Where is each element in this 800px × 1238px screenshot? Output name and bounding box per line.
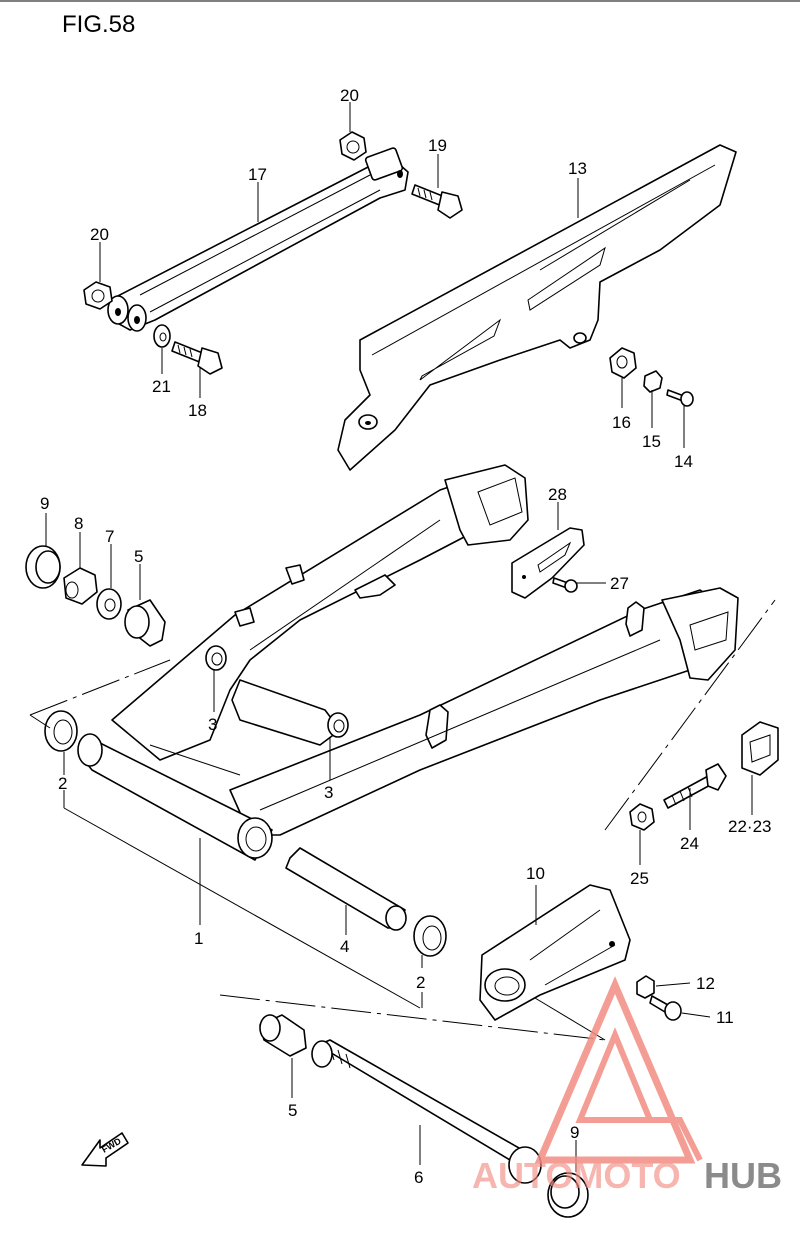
watermark-triangle-tail [600,1117,703,1162]
watermark-logo: AUTOMOTO HUB [472,976,782,1196]
callout-9-left: 9 [40,494,49,513]
callout-19: 19 [428,136,447,155]
pivot-shaft-part-6[interactable] [311,1039,541,1173]
watermark-text-accent: AUTOMOTO [472,1155,681,1196]
callout-16: 16 [612,413,631,432]
plate-part-28[interactable] [511,527,585,599]
callout-7: 7 [105,527,114,546]
nut-pivot-end[interactable] [508,1146,542,1184]
callout-3-lower: 3 [324,783,333,802]
bush-part-5-left[interactable] [124,599,166,647]
bearing-part-3-lower[interactable] [327,712,349,738]
callout-28: 28 [548,485,567,504]
bearing-part-3-upper[interactable] [205,645,227,671]
callout-5-lower: 5 [288,1101,297,1120]
center-lines [29,599,776,1041]
callout-25: 25 [630,869,649,888]
leader-lines [45,102,753,1172]
callout-6: 6 [414,1168,423,1187]
torque-link-part-17[interactable] [107,147,409,332]
screw-part-14[interactable] [666,389,694,407]
callout-labels: 20 19 17 13 20 21 18 16 15 14 9 8 7 5 28… [40,86,771,1187]
washer-part-21[interactable] [153,324,171,348]
cap-part-9-lower[interactable] [547,1172,589,1218]
bush-part-5-lower[interactable] [259,1014,307,1057]
callout-10: 10 [526,864,545,883]
callout-2-left: 2 [58,774,67,793]
bearing-part-2-left[interactable] [44,710,78,752]
seal-part-7[interactable] [96,588,122,620]
watermark-triangle-outer [534,976,696,1164]
screw-part-11[interactable] [649,995,682,1021]
collar-part-8[interactable] [63,567,98,605]
callout-1: 1 [194,929,203,948]
callout-18: 18 [188,401,207,420]
screw-part-27[interactable] [552,577,578,593]
callout-17: 17 [248,165,267,184]
callout-8: 8 [74,514,83,533]
nut-part-25[interactable] [629,803,655,831]
callout-12: 12 [696,974,715,993]
callout-20-top: 20 [340,86,359,105]
callout-27: 27 [610,574,629,593]
forward-arrow-indicator: FWD [81,1132,129,1167]
callout-21: 21 [152,377,171,396]
chain-buffer-part-10[interactable] [479,884,631,1021]
bolt-part-19[interactable] [411,184,463,219]
collar-part-16[interactable] [609,347,637,379]
bearing-part-2-right[interactable] [413,915,447,957]
sleeve-part-4[interactable] [285,847,407,931]
callout-20-left: 20 [90,225,109,244]
collar-part-15[interactable] [643,370,663,393]
callout-5-left: 5 [134,547,143,566]
chain-guard-part-13[interactable] [337,144,737,471]
watermark-text-dark: HUB [704,1155,782,1196]
callout-3-upper: 3 [208,715,217,734]
callout-14: 14 [674,452,693,471]
callout-2-right: 2 [416,973,425,992]
swingarm-part-1[interactable] [77,464,739,861]
nut-part-20-top[interactable] [339,131,367,161]
nut-part-20-left[interactable] [83,281,113,310]
adjuster-bolt-part-24[interactable] [663,763,727,809]
callout-22-23: 22·23 [728,817,771,836]
collar-part-12[interactable] [636,975,655,999]
figure-title: FIG.58 [62,11,135,38]
callout-11: 11 [716,1008,734,1027]
callout-15: 15 [642,432,661,451]
callout-13: 13 [568,159,587,178]
callout-4: 4 [340,937,349,956]
bolt-part-18[interactable] [171,341,223,375]
callout-24: 24 [680,834,699,853]
cap-part-9-left[interactable] [25,545,61,589]
chain-adjuster-part-22-23[interactable] [741,721,779,776]
callout-9-lower: 9 [570,1123,579,1142]
